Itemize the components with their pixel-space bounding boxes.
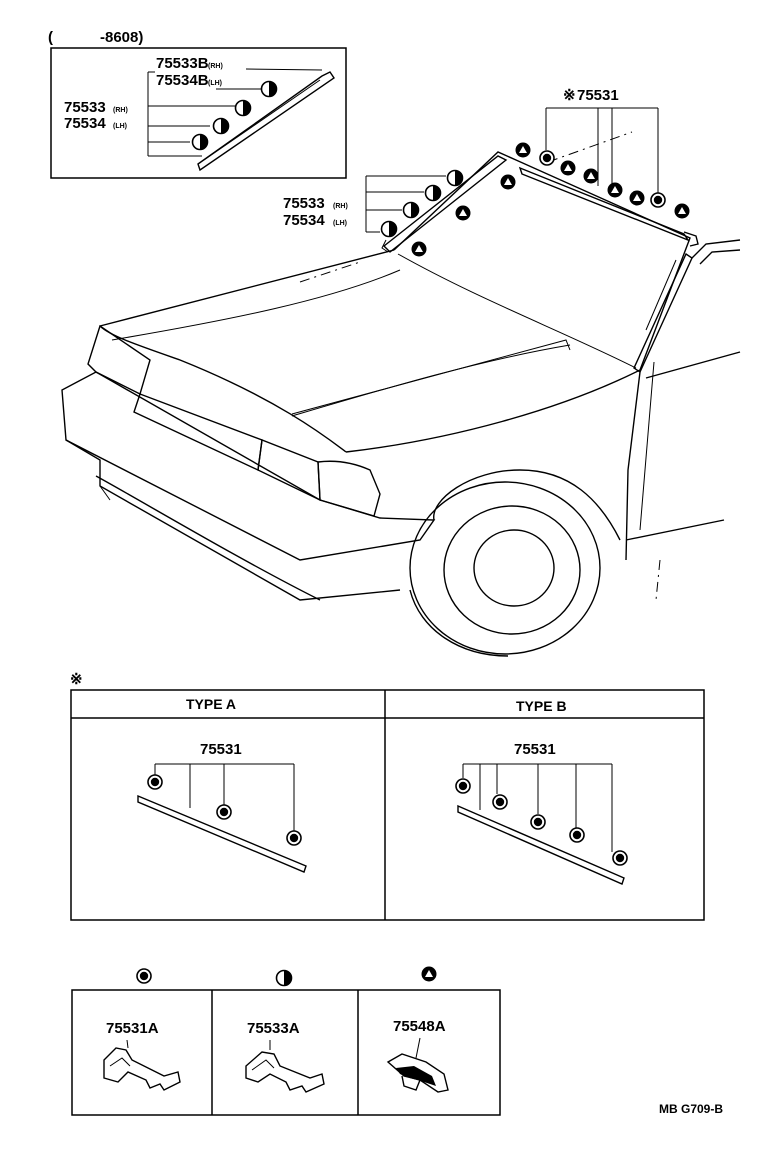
left-pillar-moulding [382,155,508,253]
filled-circle-icon [569,827,585,843]
filled-circle-icon [650,192,666,208]
clip-75548a-code: 75548A [393,1018,446,1035]
inset-label-75534b-side: (LH) [208,80,222,87]
front-wheel [409,481,601,655]
inset-label-75534-side: (LH) [113,123,127,130]
type-a-header: TYPE A [186,696,236,712]
clip-legend: 75531A 75533A 75548A [71,966,501,1116]
type-b-header: TYPE B [516,698,567,714]
drawing-code: MB G709-B [659,1102,723,1116]
triangle-icon [629,190,645,206]
clip-75548a-drawing [386,1037,449,1093]
type-table-frame [70,689,705,921]
triangle-icon [421,966,437,982]
clip-75533a-code: 75533A [247,1020,300,1037]
inset-label-75534b-code: 75534B [156,72,209,89]
side-label-75534-side: (LH) [333,220,347,227]
triangle-icon [455,205,471,221]
triangle-icon [583,168,599,184]
main-labels: ※ 75531 75533 (RH) 75534 (LH) [283,87,690,257]
triangle-icon [560,160,576,176]
inset-label-75533b-side: (RH) [208,63,223,70]
triangle-icon [515,142,531,158]
windshield-outline [393,151,691,371]
inset-label-75534-code: 75534 [64,115,106,132]
half-circle-icon [424,184,442,202]
headlight [87,324,151,396]
filled-circle-icon [147,774,163,790]
clip-marker: ※ [563,87,576,104]
half-circle-icon [234,99,252,117]
clip-75533a-drawing [245,1040,325,1093]
inset-panel: ( -8608) 75533B (RH) 75534B (LH) 75533 (… [48,29,347,179]
car-illustration [61,131,741,657]
filled-circle-icon [286,830,302,846]
filled-circle-icon [455,778,471,794]
type-a-code: 75531 [200,741,242,758]
inset-label-75533-side: (RH) [113,107,128,114]
clip-code-label: 75531 [577,87,619,104]
triangle-icon [411,241,427,257]
inset-pillar-moulding [197,71,335,172]
side-label-75533-side: (RH) [333,203,348,210]
half-circle-icon [212,117,230,135]
half-circle-icon [446,169,464,187]
side-label-75533-code: 75533 [283,195,325,212]
filled-circle-icon [136,968,152,984]
inset-range-to: -8608) [100,29,143,46]
filled-circle-icon [530,814,546,830]
type-b-moulding [457,804,625,885]
filled-circle-icon [216,804,232,820]
half-circle-icon [191,133,209,151]
filled-circle-icon [612,850,628,866]
inset-label-75533b-code: 75533B [156,55,209,72]
triangle-icon [674,203,690,219]
inset-frame [50,47,347,179]
right-pillar-moulding [633,252,693,374]
hood-edge [99,249,395,327]
filled-circle-icon [492,794,508,810]
type-table-marker: ※ [70,671,83,688]
roof-moulding [518,166,690,242]
inset-label-75533-code: 75533 [64,99,106,116]
clip-75531a-code: 75531A [106,1020,159,1037]
type-a-moulding [137,794,307,873]
half-circle-icon [275,969,293,987]
type-b-code: 75531 [514,741,556,758]
half-circle-icon [380,220,398,238]
side-label-75534-code: 75534 [283,212,325,229]
half-circle-icon [402,201,420,219]
filled-circle-icon [539,150,555,166]
clip-legend-frame [71,989,501,1116]
clip-75531a-drawing [103,1039,181,1091]
triangle-icon [500,174,516,190]
turn-signal [317,460,381,517]
half-circle-icon [260,80,278,98]
triangle-icon [607,182,623,198]
inset-range-open: ( [48,29,53,46]
type-table: ※ TYPE A TYPE B 75531 75531 [70,671,705,921]
